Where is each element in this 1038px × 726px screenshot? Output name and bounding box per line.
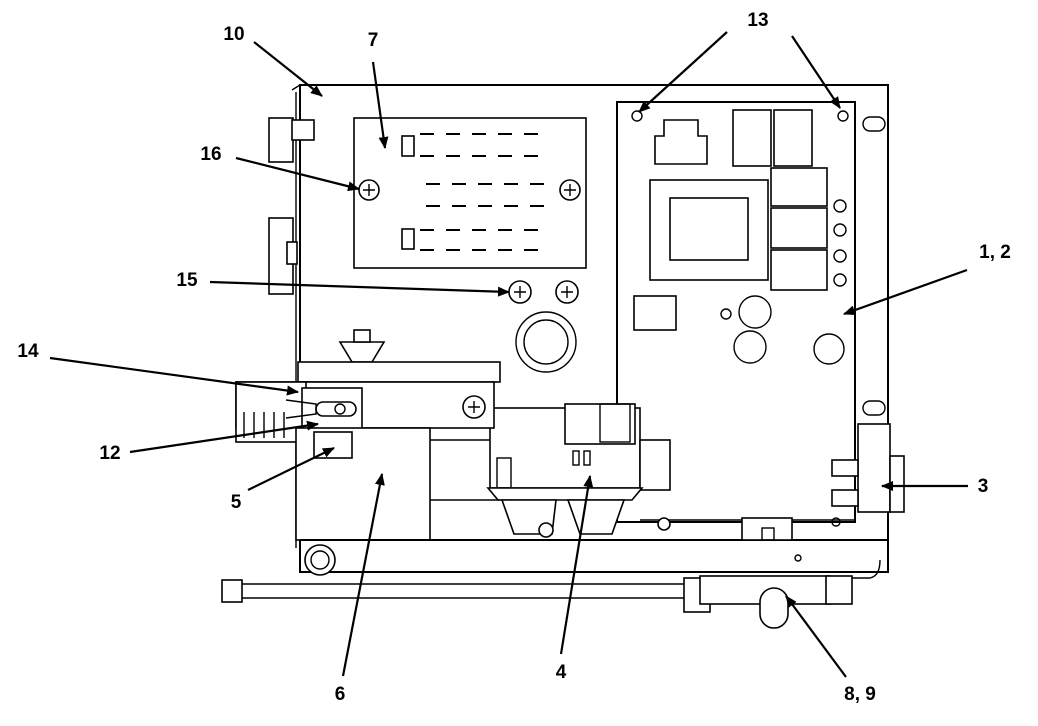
callout-12: 12 — [99, 443, 120, 464]
pump-module — [486, 403, 671, 538]
callout-7: 7 — [368, 30, 379, 51]
callout-14: 14 — [17, 341, 39, 362]
callout-15: 15 — [176, 270, 198, 291]
side-connector — [831, 423, 905, 513]
switch-bracket — [235, 329, 501, 541]
circuit-card — [616, 101, 856, 527]
bottom-fitting — [683, 575, 853, 629]
left-edge-brackets — [268, 117, 315, 295]
callout-3: 3 — [978, 476, 989, 497]
base-rail — [221, 517, 888, 603]
mounting-screws — [508, 280, 579, 304]
callout-8-9: 8, 9 — [844, 684, 876, 705]
terminal-board — [353, 117, 587, 269]
right-edge-slots — [862, 116, 886, 416]
callout-1-2: 1, 2 — [979, 242, 1011, 263]
callout-labels: 10 7 13 16 1, 2 15 14 12 3 5 4 6 8, 9 — [17, 10, 1010, 705]
grommet — [515, 311, 577, 373]
callout-10: 10 — [223, 24, 244, 45]
callout-6: 6 — [335, 684, 346, 705]
callout-16: 16 — [200, 144, 221, 165]
callout-13: 13 — [747, 10, 768, 31]
leader-arrows — [49, 31, 968, 678]
callout-4: 4 — [556, 662, 567, 683]
callout-5: 5 — [231, 492, 242, 513]
